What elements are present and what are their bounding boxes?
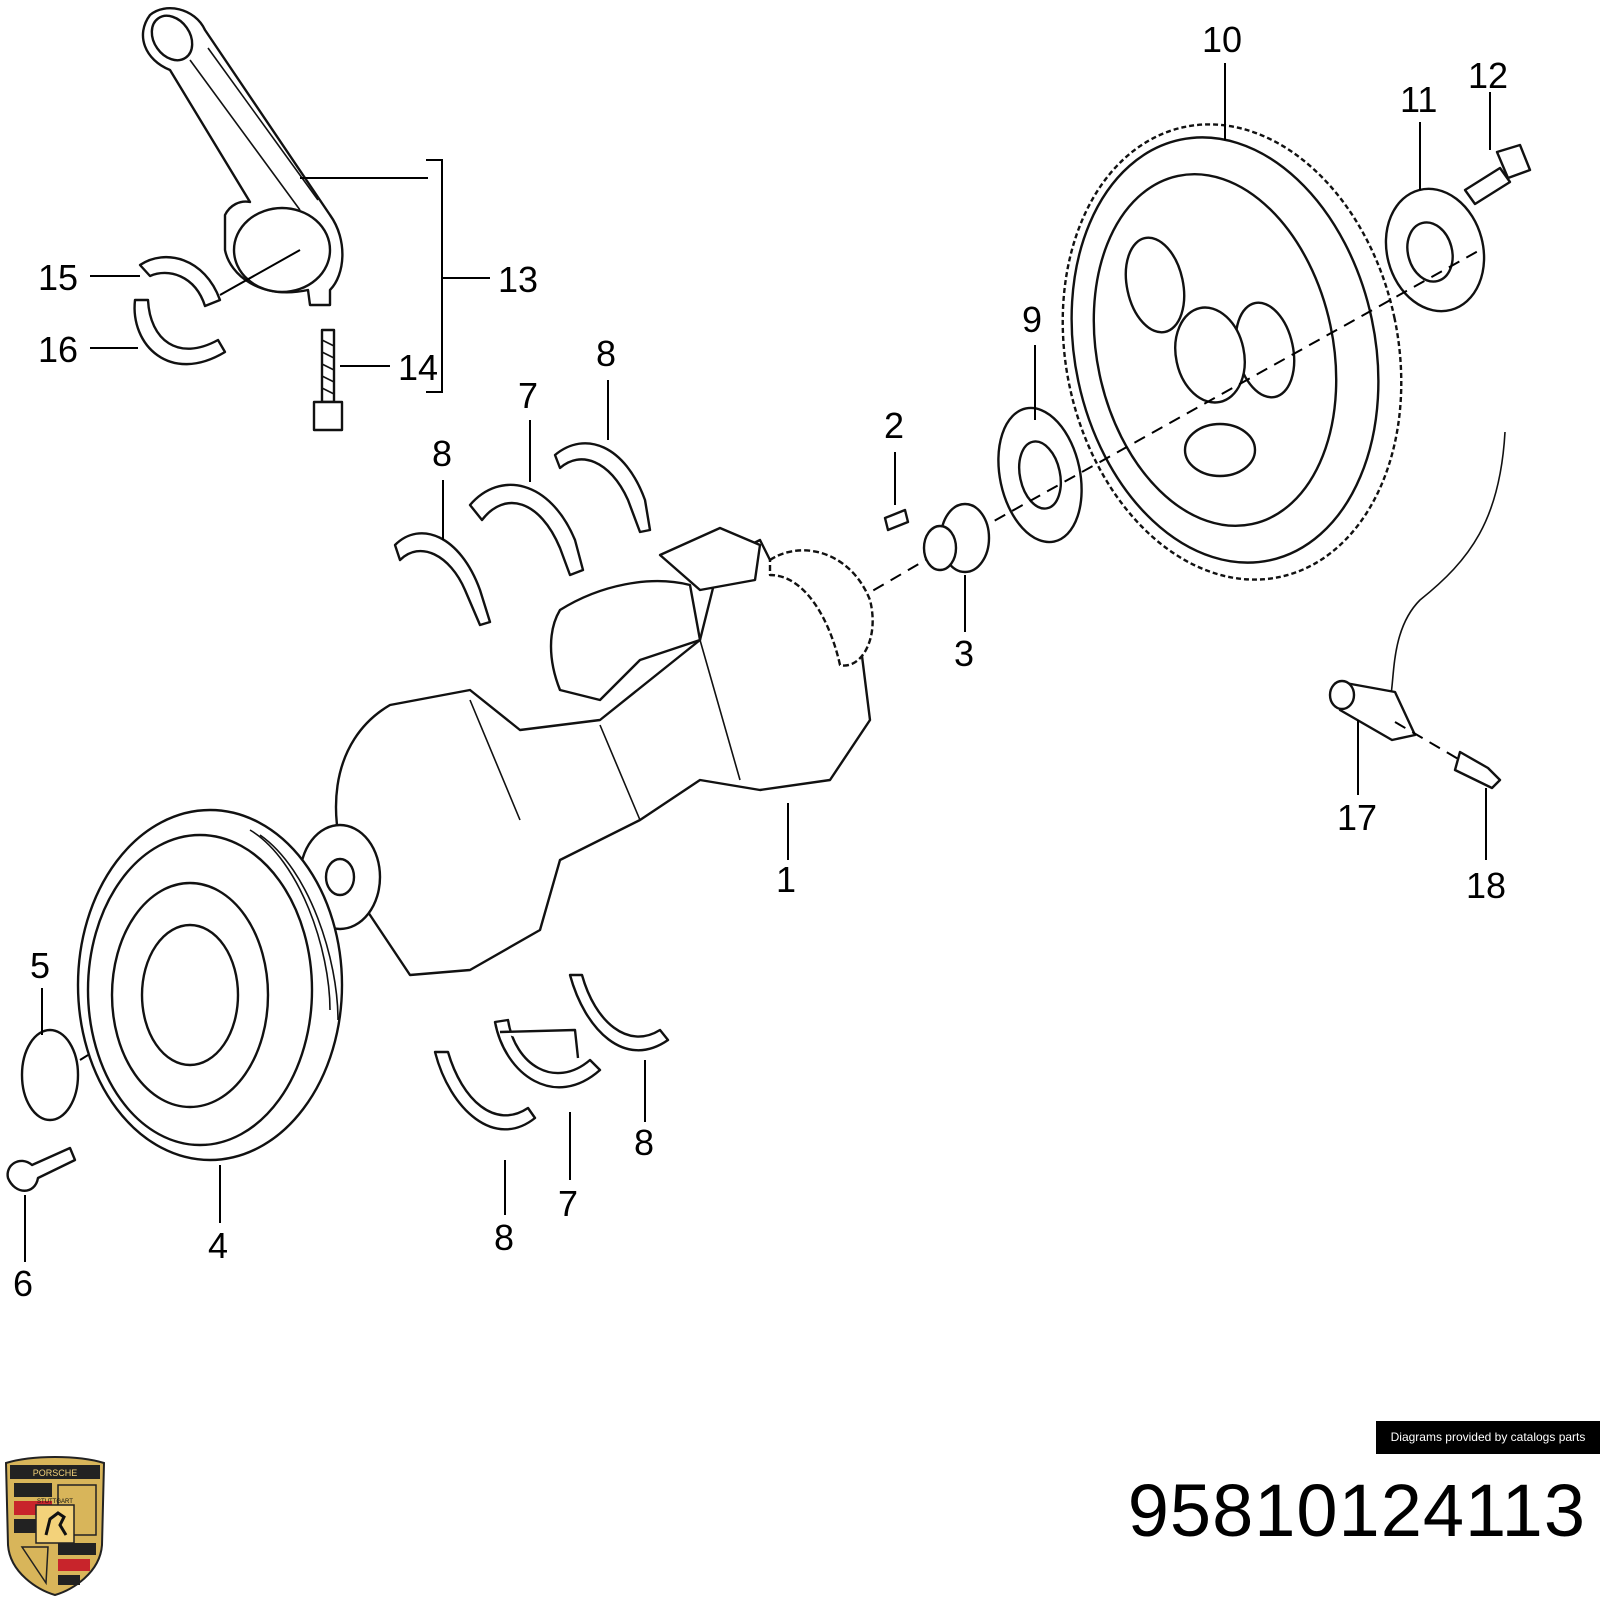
flywheel (1061, 123, 1403, 581)
pin (883, 508, 910, 532)
pulley-washer (20, 1028, 80, 1122)
spacer-plate-9 (997, 406, 1083, 544)
callout-7-bottom: 7 (558, 1183, 578, 1224)
crankshaft (298, 526, 874, 977)
callout-8-bottom-left: 8 (494, 1217, 514, 1258)
group-bracket (300, 159, 490, 393)
part-number: 95810124113 (1127, 1469, 1586, 1552)
callout-6: 6 (13, 1263, 33, 1304)
callout-labels: 10 12 11 13 15 16 14 8 8 7 9 2 3 1 17 18… (13, 19, 1508, 1304)
callout-14: 14 (398, 347, 438, 388)
rod-bearing-shells (133, 249, 301, 366)
diagram-credit: Diagrams provided by catalogs parts (1376, 1421, 1600, 1454)
sensor-bolt (1453, 750, 1502, 790)
callout-18: 18 (1466, 865, 1506, 906)
callout-1: 1 (776, 859, 796, 900)
thrust-washer-bottom-right (568, 973, 670, 1052)
callout-15: 15 (38, 257, 78, 298)
bearing-shell-top (468, 483, 585, 577)
callout-10: 10 (1202, 19, 1242, 60)
callout-13: 13 (498, 259, 538, 300)
crank-pulley (76, 808, 344, 1162)
spacer-plate-11 (1384, 187, 1486, 313)
thrust-washer-top-right (553, 442, 652, 534)
callout-17: 17 (1337, 797, 1377, 838)
callout-9: 9 (1022, 299, 1042, 340)
thrust-washer-top-left (393, 532, 492, 627)
callout-11: 11 (1400, 79, 1437, 120)
connecting-rod (141, 7, 344, 307)
logo-city-text: STUTTGART (37, 1499, 73, 1505)
callout-12: 12 (1468, 55, 1508, 96)
flywheel-bolt (1463, 143, 1532, 206)
pilot-bushing (922, 502, 991, 574)
speed-sensor (1328, 431, 1506, 742)
callout-8-top-left: 8 (432, 433, 452, 474)
pulley-bolt (6, 1146, 77, 1192)
bearing-shell-bottom (493, 1018, 602, 1089)
leader-lines (24, 63, 1491, 1262)
porsche-crest-logo: PORSCHE STUTTGART (4, 1456, 106, 1597)
callout-5: 5 (30, 945, 50, 986)
callout-2: 2 (884, 405, 904, 446)
callout-8-bottom-right: 8 (634, 1122, 654, 1163)
callout-7-top: 7 (518, 375, 538, 416)
thrust-washer-bottom-left (433, 1050, 537, 1131)
callout-4: 4 (208, 1225, 228, 1266)
callout-16: 16 (38, 329, 78, 370)
logo-wordmark: PORSCHE (33, 1468, 78, 1478)
callout-8-top-right: 8 (596, 333, 616, 374)
rod-bolt (312, 328, 344, 432)
callout-3: 3 (954, 633, 974, 674)
